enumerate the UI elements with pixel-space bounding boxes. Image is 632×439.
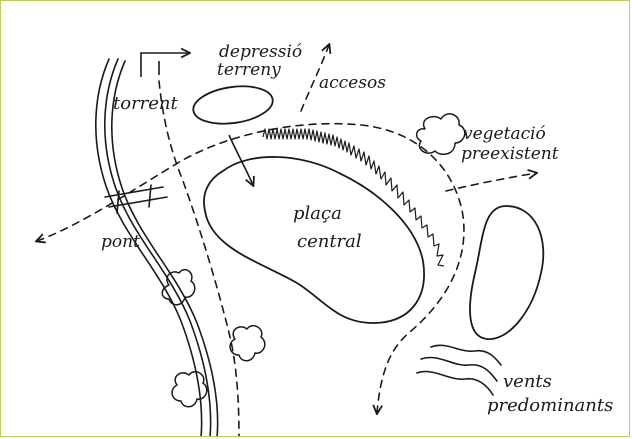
- label-terreny: terreny: [217, 60, 281, 80]
- bush-left-2: [230, 326, 265, 361]
- terrain-depression-shape: [191, 82, 275, 129]
- label-vents: vents: [503, 371, 552, 392]
- label-pont: pont: [101, 232, 140, 252]
- label-plaza: plaça: [293, 203, 342, 224]
- label-torrent: torrent: [113, 93, 179, 114]
- label-central: central: [297, 231, 362, 252]
- vegetation-bushes: [162, 114, 465, 407]
- label-depressio: depressió: [219, 42, 302, 62]
- right-oval-shape: [470, 206, 543, 339]
- label-predominants: predominants: [487, 395, 613, 416]
- label-vegetacio: vegetació: [463, 124, 546, 144]
- label-preexistent: preexistent: [461, 144, 559, 164]
- torrent-top-arrow: [141, 53, 189, 77]
- label-accessos: accesos: [319, 73, 386, 93]
- bush-left-3: [172, 372, 207, 407]
- bridge-mark: [105, 185, 167, 213]
- wind-lines: [417, 345, 501, 395]
